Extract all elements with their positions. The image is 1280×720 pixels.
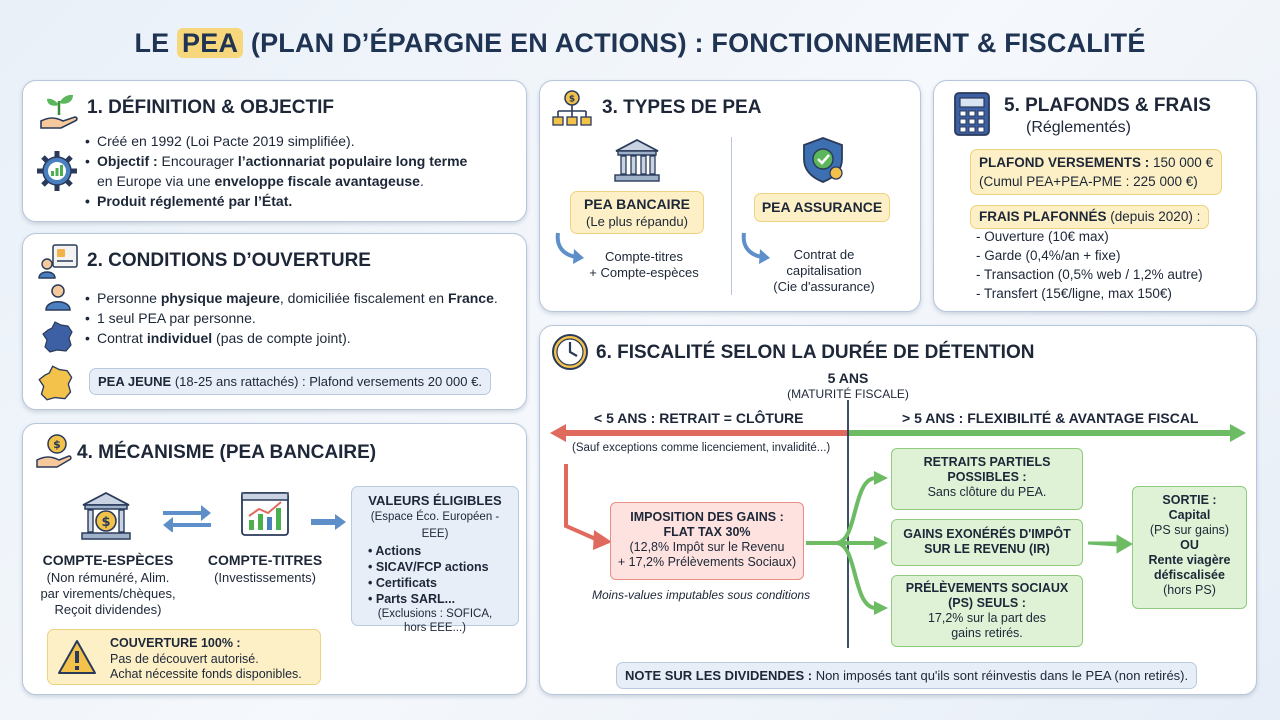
card-fiscalite: 6. FISCALITÉ SELON LA DURÉE DE DÉTENTION… xyxy=(539,325,1257,695)
timeline-arrow-left xyxy=(550,424,848,442)
calculator-icon xyxy=(954,92,990,136)
pea-assurance-desc: Contrat de capitalisation (Cie d'assuran… xyxy=(773,247,875,294)
couverture-box: COUVERTURE 100% : Pas de découvert autor… xyxy=(47,629,321,685)
warning-icon xyxy=(58,640,96,674)
definition-bullet-2: •Objectif : Encourager l’actionnariat po… xyxy=(85,153,468,169)
conditions-title: 2. CONDITIONS D’OUVERTURE xyxy=(87,250,371,271)
coin-hierarchy-icon: $ xyxy=(552,90,592,126)
right-period-label: > 5 ANS : FLEXIBILITÉ & AVANTAGE FISCAL xyxy=(902,410,1199,426)
curved-arrow-icon xyxy=(555,232,584,264)
hand-plant-icon xyxy=(40,94,78,129)
conditions-bullet-2: •1 seul PEA par personne. xyxy=(85,310,256,326)
definition-bullet-3: •Produit réglementé par l’État. xyxy=(85,193,293,209)
plafond-versements-box: PLAFOND VERSEMENTS : 150 000 € (Cumul PE… xyxy=(970,149,1223,195)
prelevements-sociaux-box: PRÉLÈVEMENTS SOCIAUX (PS) SEULS : 17,2% … xyxy=(891,575,1083,647)
clock-icon xyxy=(552,334,588,370)
curved-arrow-icon xyxy=(741,232,770,264)
five-year-label: 5 ANS xyxy=(827,370,869,386)
bank-icon xyxy=(614,138,660,182)
red-down-arrow xyxy=(564,464,599,542)
hand-coin-icon: $ xyxy=(36,434,72,468)
person-icon xyxy=(45,284,71,311)
bank-coin-icon: $ xyxy=(81,491,131,540)
moins-values-note: Moins-values imputables sous conditions xyxy=(592,588,811,602)
dividendes-note: NOTE SUR LES DIVIDENDES : Non imposés ta… xyxy=(616,662,1198,689)
couverture-text: COUVERTURE 100% : Pas de découvert autor… xyxy=(110,636,302,681)
france-map-blue-icon xyxy=(42,321,73,353)
card-definition: 1. DÉFINITION & OBJECTIF •Créé en 1992 (… xyxy=(22,80,527,222)
arrow-right-icon xyxy=(311,514,346,530)
id-card-icon xyxy=(38,244,78,279)
page-title: LE PEA (PLAN D’ÉPARGNE EN ACTIONS) : FON… xyxy=(134,28,1146,58)
left-period-label: < 5 ANS : RETRAIT = CLÔTURE xyxy=(594,410,804,426)
imposition-box: IMPOSITION DES GAINS : FLAT TAX 30% (12,… xyxy=(610,502,804,580)
sortie-box: SORTIE : Capital (PS sur gains) OU Rente… xyxy=(1132,486,1247,609)
chart-screen-icon xyxy=(241,492,289,536)
frais-list: - Ouverture (10€ max) - Garde (0,4%/an +… xyxy=(976,229,1203,301)
green-branch xyxy=(835,476,877,545)
svg-text:$: $ xyxy=(101,515,110,530)
exchange-arrows-icon xyxy=(163,505,211,532)
fiscalite-title: 6. FISCALITÉ SELON LA DURÉE DE DÉTENTION xyxy=(596,342,1035,363)
card-plafonds: 5. PLAFONDS & FRAIS (Réglementés) PLAFON… xyxy=(933,80,1257,312)
pea-bancaire-box: PEA BANCAIRE (Le plus répandu) xyxy=(570,191,704,234)
definition-bullet-2-cont: en Europe via une enveloppe fiscale avan… xyxy=(97,173,424,189)
definition-bullet-1: •Créé en 1992 (Loi Pacte 2019 simplifiée… xyxy=(85,133,355,149)
compte-especes-label: COMPTE-ESPÈCES xyxy=(42,552,174,568)
fiscalite-flow xyxy=(550,400,1246,648)
conditions-bullet-3: •Contrat individuel (pas de compte joint… xyxy=(85,330,351,346)
compte-especes-desc: (Non rémunéré, Alim. par virements/chèqu… xyxy=(40,570,176,617)
definition-title: 1. DÉFINITION & OBJECTIF xyxy=(87,97,335,118)
france-map-yellow-icon xyxy=(38,365,73,401)
conditions-bullet-1: •Personne physique majeure, domiciliée f… xyxy=(85,290,498,306)
valeurs-eligibles-box: VALEURS ÉLIGIBLES (Espace Éco. Européen … xyxy=(351,486,519,634)
left-period-sublabel: (Sauf exceptions comme licenciement, inv… xyxy=(572,442,831,454)
title-highlight: PEA xyxy=(177,28,244,58)
pea-bancaire-desc: Compte-titres + Compte-espèces xyxy=(589,249,699,280)
types-title: 3. TYPES DE PEA xyxy=(602,97,762,118)
types-divider xyxy=(731,137,732,295)
card-conditions: 2. CONDITIONS D’OUVERTURE •Personne phys… xyxy=(22,233,527,410)
svg-text:$: $ xyxy=(53,438,61,451)
sortie-arrow xyxy=(1087,534,1133,554)
plafonds-title: 5. PLAFONDS & FRAIS xyxy=(1004,95,1211,116)
mecanisme-title: 4. MÉCANISME (PEA BANCAIRE) xyxy=(77,442,377,463)
frais-plafonnes-header: FRAIS PLAFONNÉS (depuis 2020) : xyxy=(970,205,1210,229)
card-types: $ 3. TYPES DE PEA PEA BANCAIRE (Le plus … xyxy=(539,80,921,312)
plafonds-subtitle: (Réglementés) xyxy=(1026,119,1131,136)
timeline-arrow-right xyxy=(848,424,1246,442)
pea-assurance-box: PEA ASSURANCE xyxy=(754,193,890,222)
shield-check-icon xyxy=(803,137,843,183)
valeurs-list: • Actions • SICAV/FCP actions • Certific… xyxy=(368,544,489,606)
compte-titres-desc: (Investissements) xyxy=(214,570,316,585)
gains-exoneres-box: GAINS EXONÉRÉS D'IMPÔT SUR LE REVENU (IR… xyxy=(891,519,1083,566)
pea-jeune-note: PEA JEUNE (18-25 ans rattachés) : Plafon… xyxy=(89,368,491,395)
compte-titres-label: COMPTE-TITRES xyxy=(207,552,323,568)
card-mecanisme: $ 4. MÉCANISME (PEA BANCAIRE) $ COMPTE-E… xyxy=(22,423,527,695)
five-year-sublabel: (MATURITÉ FISCALE) xyxy=(787,387,909,401)
gear-chart-icon xyxy=(37,151,77,191)
svg-text:$: $ xyxy=(569,95,575,105)
retraits-partiels-box: RETRAITS PARTIELS POSSIBLES : Sans clôtu… xyxy=(891,448,1083,510)
